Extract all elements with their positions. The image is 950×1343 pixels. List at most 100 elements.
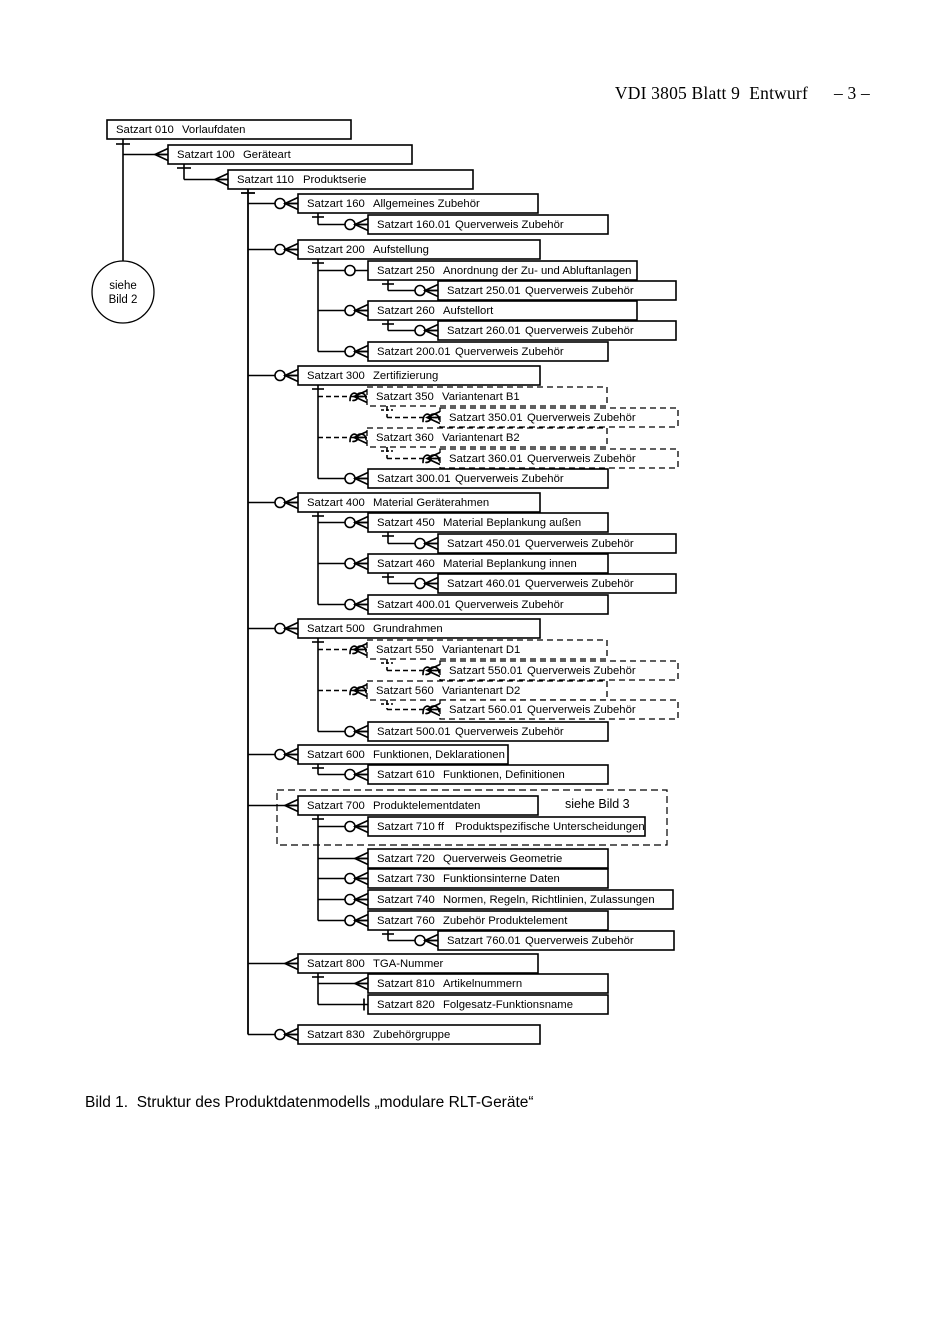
node-name-sa35001: Querverweis Zubehör bbox=[527, 412, 636, 424]
node-box-sa360[interactable] bbox=[366, 427, 608, 448]
node-box-sa830[interactable] bbox=[297, 1024, 541, 1045]
node-name-sa25001: Querverweis Zubehör bbox=[525, 285, 634, 297]
node-name-sa50001: Querverweis Zubehör bbox=[455, 726, 564, 738]
node-name-sa46001: Querverweis Zubehör bbox=[525, 578, 634, 590]
node-name-sa55001: Querverweis Zubehör bbox=[527, 665, 636, 677]
crowsfoot-icon-sa200 bbox=[282, 242, 299, 257]
note-siehe-bild-2-line2: Bild 2 bbox=[109, 294, 138, 306]
node-number-sa35001: Satzart 350.01 bbox=[449, 412, 522, 424]
node-number-sa760: Satzart 760 bbox=[377, 915, 435, 927]
node-name-sa760: Zubehör Produktelement bbox=[443, 915, 568, 927]
node-number-sa720: Satzart 720 bbox=[377, 853, 435, 865]
crowsfoot-icon-sa45001 bbox=[422, 536, 439, 551]
node-box-sa100[interactable] bbox=[167, 144, 413, 165]
header-page-number: – 3 – bbox=[834, 83, 870, 103]
node-box-sa560[interactable] bbox=[366, 680, 608, 701]
node-box-sa710[interactable] bbox=[367, 816, 646, 837]
node-box-sa56001[interactable] bbox=[439, 699, 679, 720]
node-box-sa820[interactable] bbox=[367, 994, 609, 1015]
node-name-sa460: Material Beplankung innen bbox=[443, 558, 577, 570]
node-box-sa260[interactable] bbox=[367, 300, 638, 321]
node-name-sa76001: Querverweis Zubehör bbox=[525, 935, 634, 947]
node-box-sa30001[interactable] bbox=[367, 468, 609, 489]
optional-circle-icon-sa250 bbox=[344, 264, 356, 277]
node-number-sa460: Satzart 460 bbox=[377, 558, 435, 570]
node-number-sa76001: Satzart 760.01 bbox=[447, 935, 520, 947]
crowsfoot-icon-sa46001 bbox=[422, 576, 439, 591]
node-name-sa200: Aufstellung bbox=[373, 244, 429, 256]
node-box-sa740[interactable] bbox=[367, 889, 674, 910]
node-box-sa800[interactable] bbox=[297, 953, 539, 974]
node-box-sa350[interactable] bbox=[366, 386, 608, 407]
node-number-sa610: Satzart 610 bbox=[377, 769, 435, 781]
node-box-sa25001[interactable] bbox=[437, 280, 677, 301]
node-box-sa400[interactable] bbox=[297, 492, 541, 513]
node-box-sa76001[interactable] bbox=[437, 930, 675, 951]
node-number-sa56001: Satzart 560.01 bbox=[449, 704, 522, 716]
node-box-sa45001[interactable] bbox=[437, 533, 677, 554]
node-box-sa810[interactable] bbox=[367, 973, 609, 994]
node-box-sa20001[interactable] bbox=[367, 341, 609, 362]
node-box-sa160[interactable] bbox=[297, 193, 539, 214]
node-box-sa16001[interactable] bbox=[367, 214, 609, 235]
crowsfoot-icon-sa25001 bbox=[422, 283, 439, 298]
crowsfoot-icon-sa760 bbox=[352, 913, 369, 928]
node-number-sa810: Satzart 810 bbox=[377, 978, 435, 990]
node-box-sa600[interactable] bbox=[297, 744, 509, 765]
crowsfoot-icon-sa730 bbox=[352, 871, 369, 886]
node-box-sa55001[interactable] bbox=[439, 660, 679, 681]
node-box-sa40001[interactable] bbox=[367, 594, 609, 615]
node-box-sa300[interactable] bbox=[297, 365, 541, 386]
crowsfoot-icon-sa35001 bbox=[424, 410, 441, 425]
node-name-sa550: Variantenart D1 bbox=[442, 644, 520, 656]
crowsfoot-icon-sa740 bbox=[352, 892, 369, 907]
header-standard-title: VDI 3805 Blatt 9 Entwurf bbox=[614, 83, 808, 103]
node-box-sa110[interactable] bbox=[227, 169, 474, 190]
node-box-sa35001[interactable] bbox=[439, 407, 679, 428]
crowsfoot-icon-sa26001 bbox=[422, 323, 439, 338]
node-number-sa400: Satzart 400 bbox=[307, 497, 365, 509]
node-name-sa710: Produktspezifische Unterscheidungen bbox=[455, 821, 645, 833]
node-box-sa500[interactable] bbox=[297, 618, 541, 639]
node-name-sa45001: Querverweis Zubehör bbox=[525, 538, 634, 550]
node-number-sa600: Satzart 600 bbox=[307, 749, 365, 761]
node-number-sa40001: Satzart 400.01 bbox=[377, 599, 450, 611]
figure-caption: Bild 1. Struktur des Produktdatenmodells… bbox=[85, 1094, 534, 1111]
node-name-sa500: Grundrahmen bbox=[373, 623, 443, 635]
node-number-sa830: Satzart 830 bbox=[307, 1029, 365, 1041]
crowsfoot-icon-sa50001 bbox=[352, 724, 369, 739]
node-box-sa460[interactable] bbox=[367, 553, 609, 574]
node-number-sa30001: Satzart 300.01 bbox=[377, 473, 450, 485]
node-box-sa200[interactable] bbox=[297, 239, 541, 260]
node-box-sa46001[interactable] bbox=[437, 573, 677, 594]
crowsfoot-icon-sa500 bbox=[282, 621, 299, 636]
crowsfoot-icon-sa260 bbox=[352, 303, 369, 318]
node-number-sa500: Satzart 500 bbox=[307, 623, 365, 635]
node-box-sa36001[interactable] bbox=[439, 448, 679, 469]
node-box-sa010[interactable] bbox=[106, 119, 352, 140]
node-number-sa250: Satzart 250 bbox=[377, 265, 435, 277]
node-box-sa450[interactable] bbox=[367, 512, 609, 533]
node-box-sa700[interactable] bbox=[297, 795, 539, 816]
crowsfoot-icon-sa710 bbox=[352, 819, 369, 834]
node-box-sa50001[interactable] bbox=[367, 721, 609, 742]
node-number-sa350: Satzart 350 bbox=[376, 391, 434, 403]
node-name-sa720: Querverweis Geometrie bbox=[443, 853, 562, 865]
crowsfoot-icon-sa160 bbox=[282, 196, 299, 211]
node-box-sa730[interactable] bbox=[367, 868, 609, 889]
node-box-sa610[interactable] bbox=[367, 764, 609, 785]
crowsfoot-icon-sa720 bbox=[352, 851, 369, 866]
crowsfoot-icon-sa56001 bbox=[424, 702, 441, 717]
node-number-sa200: Satzart 200 bbox=[307, 244, 365, 256]
node-name-sa160: Allgemeines Zubehör bbox=[373, 198, 480, 210]
node-name-sa610: Funktionen, Definitionen bbox=[443, 769, 565, 781]
node-box-sa26001[interactable] bbox=[437, 320, 677, 341]
node-box-sa760[interactable] bbox=[367, 910, 609, 931]
node-name-sa700: Produktelementdaten bbox=[373, 800, 480, 812]
node-name-sa260: Aufstellort bbox=[443, 305, 494, 317]
node-box-sa720[interactable] bbox=[367, 848, 609, 869]
node-box-sa250[interactable] bbox=[367, 260, 638, 281]
node-box-sa550[interactable] bbox=[366, 639, 608, 660]
